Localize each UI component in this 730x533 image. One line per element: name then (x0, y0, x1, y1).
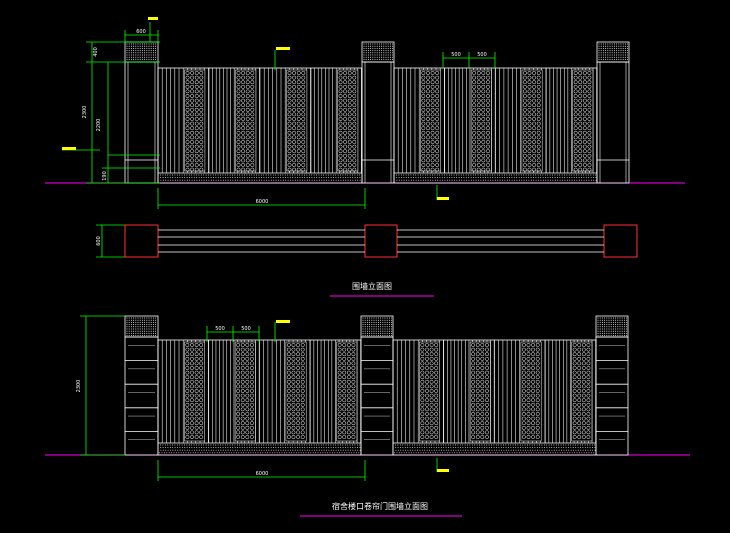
pier-shaft (596, 61, 630, 184)
dim-panel-b: 500 (241, 326, 251, 332)
plan-pier-mid (364, 224, 398, 258)
pier-cap (595, 315, 629, 338)
dim-wall-height-inner: 2200 (96, 119, 102, 132)
pier-cap (124, 41, 159, 63)
pier-cap (596, 41, 630, 63)
plan-pier-left (124, 224, 159, 258)
dim-bay-width: 6000 (256, 471, 269, 477)
dim-panel-a: 500 (215, 326, 225, 332)
callout-tag (148, 17, 158, 20)
drawing-title: 围墙立面图 (352, 281, 392, 291)
fence-body (124, 41, 630, 184)
callout-tag (437, 197, 449, 200)
callout-tag (62, 147, 76, 150)
dim-pier-width: 600 (136, 29, 146, 35)
callout-tag (276, 47, 290, 50)
pier-shaft (361, 61, 395, 184)
pier-cap (360, 315, 394, 338)
fence-body (124, 315, 629, 456)
dimension-lines (62, 22, 496, 258)
drawing-title: 宿舍楼口卷帘门围墙立面图 (332, 501, 428, 511)
pier-shaft (360, 336, 394, 456)
dim-bay-width: 6000 (256, 199, 269, 205)
pier-shaft (124, 336, 159, 456)
dim-panel-a: 500 (451, 52, 461, 58)
plan-section (124, 224, 638, 258)
dim-wall-height: 2300 (76, 380, 82, 393)
dim-section-depth: 600 (96, 236, 102, 246)
callout-tag (437, 469, 449, 472)
plan-pier-right (603, 224, 638, 258)
callout-tag (276, 320, 290, 323)
top-elevation: 600 400 2300 2200 190 6000 500 500 600 (45, 17, 685, 297)
pier-cap (361, 41, 395, 63)
bottom-elevation: 2300 6000 500 500 宿舍楼口卷帘门围墙立面图 (45, 315, 690, 517)
dim-base-height: 190 (102, 171, 108, 181)
pier-shaft (595, 336, 629, 456)
dim-wall-height-total: 2300 (82, 106, 88, 119)
dim-cap-height: 400 (93, 47, 99, 57)
pier-shaft (124, 61, 159, 184)
dim-panel-b: 500 (477, 52, 487, 58)
dimension-lines (80, 315, 438, 481)
